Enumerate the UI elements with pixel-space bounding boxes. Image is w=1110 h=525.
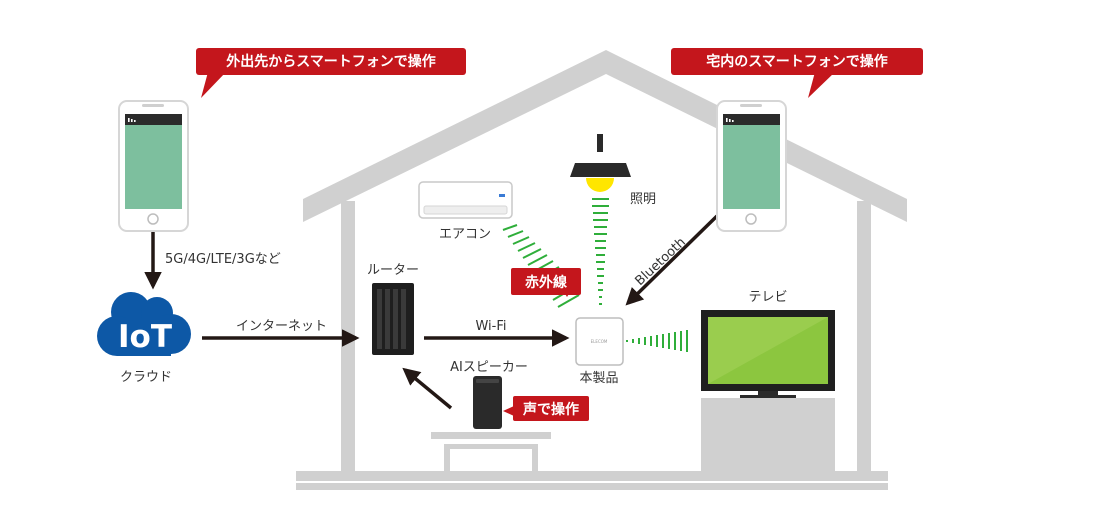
product-device-icon: ELECOM [575, 317, 624, 366]
smartphone-home [716, 100, 787, 232]
svg-text:宅内のスマートフォンで操作: 宅内のスマートフォンで操作 [706, 53, 888, 70]
connection-arrows [144, 214, 719, 410]
svg-text:赤外線: 赤外線 [525, 274, 567, 291]
label-bluetooth: Bluetooth [632, 235, 688, 289]
ceiling-light-icon [570, 134, 631, 192]
arrow-phone-to-product [625, 214, 719, 306]
infrared-signal-tv [626, 330, 688, 352]
label-internet: インターネット [236, 319, 327, 334]
svg-text:ELECOM: ELECOM [591, 339, 608, 344]
label-tv: テレビ [748, 290, 787, 305]
callout-home: 宅内のスマートフォンで操作 [671, 48, 923, 98]
label-wifi: Wi-Fi [475, 319, 506, 334]
router-icon [372, 283, 414, 355]
table-furniture [431, 432, 551, 471]
ai-speaker-icon [473, 376, 502, 429]
callout-outside: 外出先からスマートフォンで操作 [196, 48, 466, 98]
svg-text:IoT: IoT [118, 319, 172, 355]
svg-text:声で操作: 声で操作 [522, 401, 579, 418]
smartphone-outside [118, 100, 189, 232]
label-mobile-network: 5G/4G/LTE/3Gなど [165, 252, 281, 267]
infrared-signal-light [592, 198, 609, 305]
arrow-speaker-to-router [402, 367, 453, 410]
label-cloud: クラウド [120, 370, 172, 385]
tv-stand [701, 398, 835, 473]
cloud-icon: IoT [97, 292, 191, 356]
tv-icon [701, 310, 835, 398]
label-air-conditioner: エアコン [439, 227, 491, 242]
air-conditioner-icon [418, 181, 513, 219]
label-lighting: 照明 [630, 192, 656, 207]
label-product: 本製品 [579, 371, 618, 386]
callout-infrared: 赤外線 [511, 268, 581, 297]
svg-text:外出先からスマートフォンで操作: 外出先からスマートフォンで操作 [226, 53, 436, 70]
callout-voice: 声で操作 [503, 396, 589, 421]
label-ai-speaker: AIスピーカー [450, 360, 528, 375]
label-router: ルーター [367, 263, 419, 278]
